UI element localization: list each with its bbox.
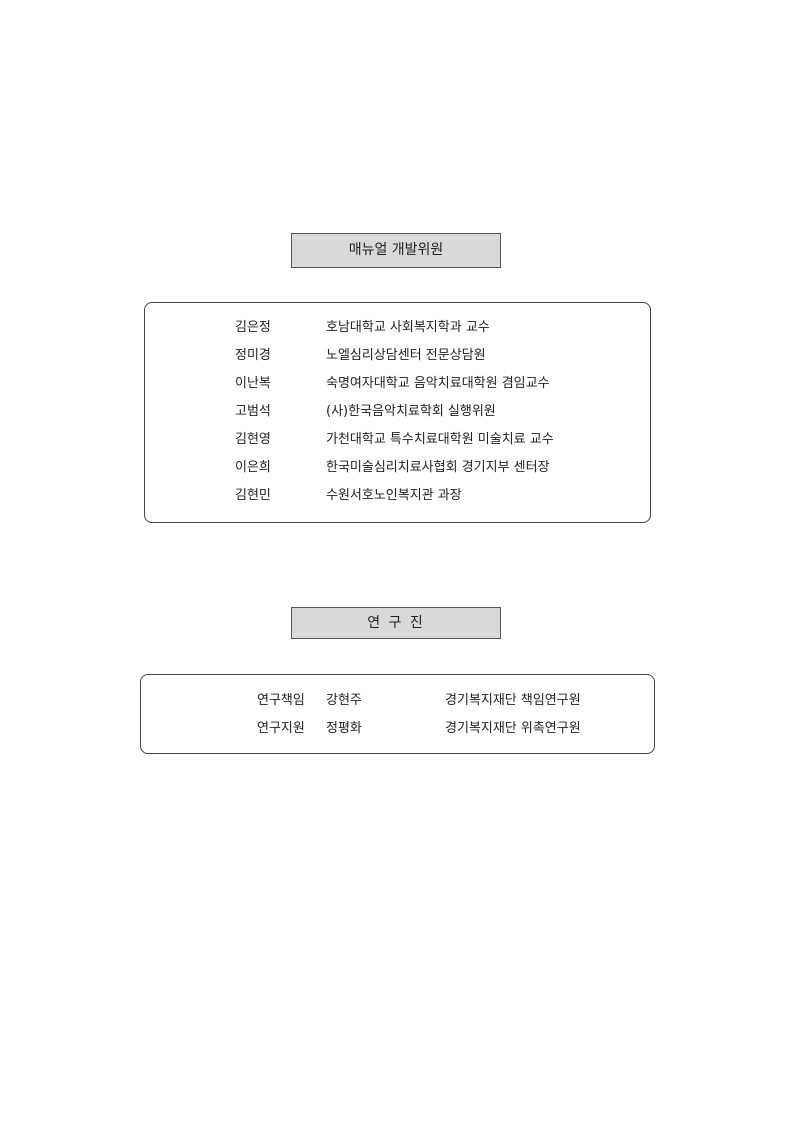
member-affiliation: 한국미술심리치료사협회 경기지부 센터장 (326, 460, 550, 475)
researcher-role: 연구지원 (257, 721, 305, 736)
researcher-name: 정평화 (326, 721, 362, 736)
member-affiliation: 호남대학교 사회복지학과 교수 (326, 320, 490, 335)
member-affiliation: 노엘심리상담센터 전문상담원 (326, 348, 486, 363)
researcher-name: 강현주 (326, 693, 362, 708)
researcher-role: 연구책임 (257, 693, 305, 708)
development-committee-panel: 김은정 호남대학교 사회복지학과 교수 정미경 노엘심리상담센터 전문상담원 이… (144, 302, 651, 523)
member-name: 이난복 (235, 376, 271, 391)
researcher-affiliation: 경기복지재단 위촉연구원 (445, 721, 581, 736)
member-name: 고범석 (235, 404, 271, 419)
researcher-affiliation: 경기복지재단 책임연구원 (445, 693, 581, 708)
member-affiliation: 숙명여자대학교 음악치료대학원 겸임교수 (326, 376, 550, 391)
development-committee-heading: 매뉴얼 개발위원 (291, 233, 501, 268)
member-affiliation: (사)한국음악치료학회 실행위원 (326, 404, 496, 419)
member-name: 이은희 (235, 460, 271, 475)
research-team-heading: 연 구 진 (291, 607, 501, 639)
member-name: 김현민 (235, 488, 271, 503)
member-name: 김은정 (235, 320, 271, 335)
member-name: 김현영 (235, 432, 271, 447)
member-name: 정미경 (235, 348, 271, 363)
member-affiliation: 가천대학교 특수치료대학원 미술치료 교수 (326, 432, 554, 447)
research-team-panel: 연구책임 강현주 경기복지재단 책임연구원 연구지원 정평화 경기복지재단 위촉… (140, 674, 655, 754)
member-affiliation: 수원서호노인복지관 과장 (326, 488, 462, 503)
